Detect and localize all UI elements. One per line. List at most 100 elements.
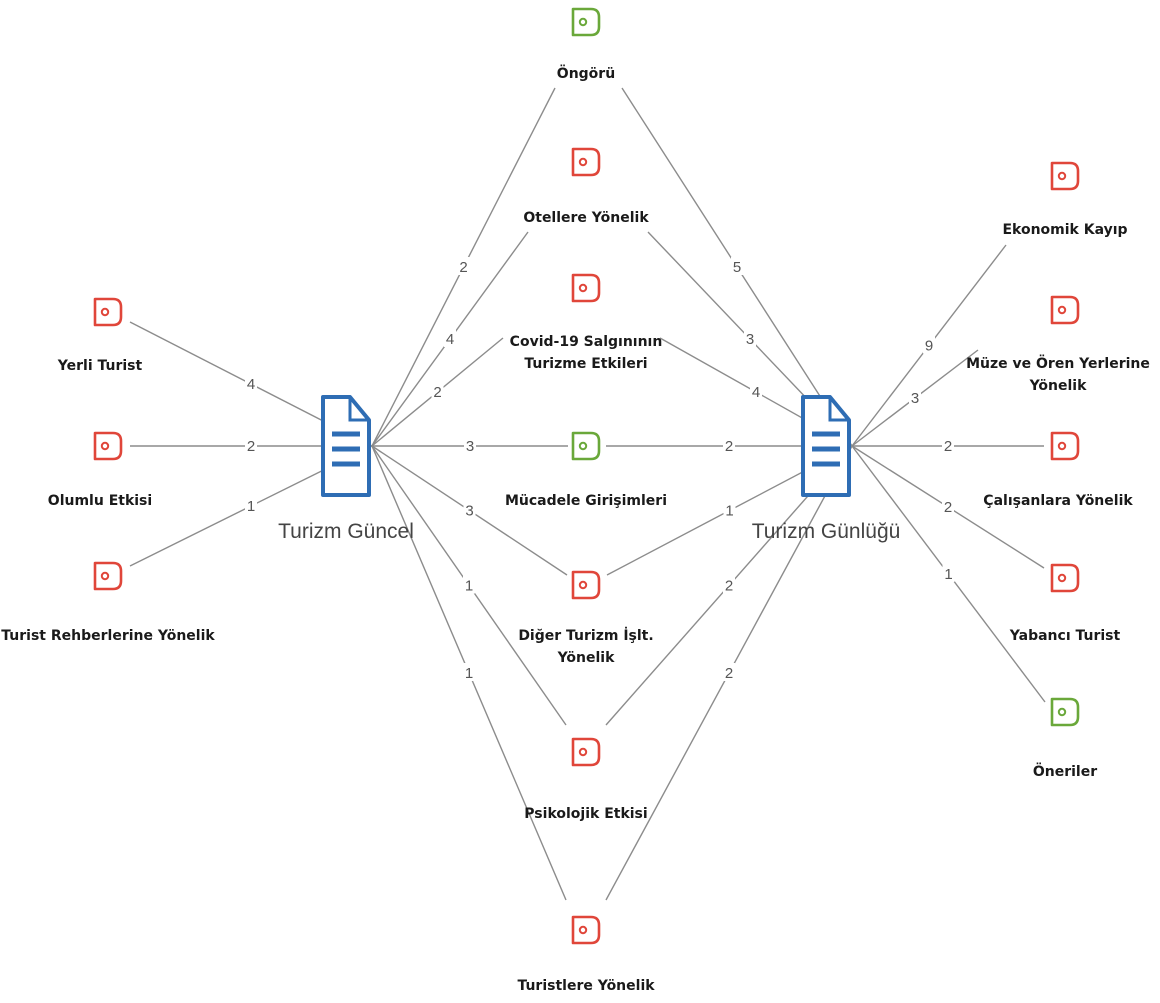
code-label: Turist Rehberlerine Yönelik: [1, 628, 215, 644]
weight-background: [923, 335, 935, 354]
document-icon: [321, 395, 371, 497]
code-node-yerli[interactable]: Yerli Turist: [57, 297, 143, 374]
code-tag-icon: [571, 431, 601, 461]
code-label: Otellere Yönelik: [523, 210, 649, 226]
edge-guncel-ongoru: 2: [371, 87, 556, 447]
weight-background: [942, 436, 954, 454]
code-label: Çalışanlara Yönelik: [983, 493, 1133, 509]
edge-weight-label: 1: [725, 503, 733, 520]
code-label: Olumlu Etkisi: [48, 493, 152, 509]
code-node-diger[interactable]: Diğer Turizm İşlt. Yönelik: [518, 570, 654, 666]
document-label: Turizm Güncel: [278, 520, 414, 543]
code-node-oteller[interactable]: Otellere Yönelik: [523, 147, 649, 226]
edge-gunlugu-muze: 3: [851, 349, 979, 447]
edge-gunlugu-calisan: 2: [852, 436, 1044, 455]
edge-weight-label: 2: [247, 438, 255, 455]
weight-background: [909, 388, 921, 406]
code-label: Turizme Etkileri: [524, 356, 647, 372]
edge-gunlugu-turistlere: 2: [605, 445, 853, 901]
edge-weight-label: 4: [752, 384, 760, 401]
document-label: Turizm Günlüğü: [752, 520, 901, 543]
code-label: Turistlere Yönelik: [517, 978, 655, 994]
code-label: Diğer Turizm İşlt.: [518, 627, 653, 644]
edge-weight-label: 9: [925, 338, 933, 355]
code-tag-icon: [571, 570, 601, 600]
edge-weight-label: 2: [725, 665, 733, 682]
code-tag-icon: [571, 915, 601, 945]
edge-weight-label: 2: [433, 384, 441, 401]
edge-gunlugu-ekonomik: 9: [851, 244, 1007, 447]
code-tag-icon: [93, 561, 123, 591]
code-label: Psikolojik Etkisi: [524, 806, 647, 822]
edge-gunlugu-oneriler: 1: [851, 445, 1046, 703]
edge-weight-label: 1: [944, 566, 952, 583]
edge-guncel-turistlere: 1: [371, 445, 567, 901]
edge-weight-label: 3: [465, 503, 473, 520]
code-label: Müze ve Ören Yerlerine: [966, 354, 1150, 372]
code-node-olumlu[interactable]: Olumlu Etkisi: [48, 431, 152, 509]
code-label: Ekonomik Kayıp: [1002, 222, 1127, 238]
edge-weight-label: 3: [911, 390, 919, 407]
edge-guncel-diger: 3: [371, 445, 568, 576]
edge-weight-label: 3: [746, 331, 754, 348]
weight-background: [942, 564, 955, 582]
code-node-turistlere[interactable]: Turistlere Yönelik: [517, 915, 655, 994]
edge-weight-label: 2: [725, 438, 733, 455]
code-tag-icon: [1050, 295, 1080, 325]
weight-background: [463, 663, 475, 681]
code-tag-icon: [1050, 161, 1080, 191]
weight-background: [457, 257, 470, 275]
weight-background: [723, 500, 736, 519]
weight-background: [723, 663, 735, 681]
code-label: Öneriler: [1033, 762, 1097, 780]
code-tag-icon: [93, 297, 123, 327]
edge-gunlugu-ongoru: 5: [621, 87, 853, 447]
code-tag-icon: [1050, 563, 1080, 593]
code-node-ekonomik[interactable]: Ekonomik Kayıp: [1002, 161, 1128, 238]
edge-weight-label: 4: [446, 331, 454, 348]
edge-weight-label: 5: [733, 259, 741, 276]
document-node-gunlugu[interactable]: Turizm Günlüğü: [752, 395, 901, 543]
document-node-guncel[interactable]: Turizm Güncel: [278, 395, 414, 543]
code-label: Covid-19 Salgınının: [510, 334, 663, 350]
weight-background: [431, 382, 444, 400]
weight-background: [942, 497, 954, 515]
edge-weight-label: 2: [944, 438, 952, 455]
edge-guncel-oteller: 4: [371, 231, 529, 447]
code-tag-icon: [1050, 431, 1080, 461]
code-node-oneriler[interactable]: Öneriler: [1033, 697, 1097, 780]
code-label: Yerli Turist: [57, 358, 143, 374]
edge-weight-label: 1: [465, 665, 473, 682]
weight-background: [750, 382, 762, 400]
edge-guncel-covid: 2: [371, 337, 504, 447]
code-node-ongoru[interactable]: Öngörü: [557, 7, 615, 82]
edge-weight-label: 2: [725, 578, 733, 595]
document-icon: [801, 395, 851, 497]
code-tag-icon: [571, 7, 601, 37]
weight-background: [245, 496, 257, 514]
code-label: Yönelik: [557, 650, 616, 666]
weight-background: [464, 436, 476, 454]
code-label: Yabancı Turist: [1009, 628, 1121, 644]
code-label: Öngörü: [557, 64, 615, 82]
weight-background: [245, 374, 257, 392]
edge-guncel-psikolojik: 1: [371, 445, 567, 726]
code-node-psikolojik[interactable]: Psikolojik Etkisi: [524, 737, 648, 822]
code-label: Mücadele Girişimleri: [505, 493, 667, 509]
weight-background: [463, 575, 475, 594]
code-label: Yönelik: [1029, 378, 1088, 394]
weight-background: [444, 329, 456, 347]
code-node-mucadele[interactable]: Mücadele Girişimleri: [505, 431, 667, 509]
edge-weight-label: 2: [944, 499, 952, 516]
code-node-yabanci[interactable]: Yabancı Turist: [1009, 563, 1121, 644]
weight-background: [723, 436, 735, 454]
code-node-calisan[interactable]: Çalışanlara Yönelik: [983, 431, 1133, 509]
edge-guncel-mucadele: 3: [372, 436, 568, 455]
code-node-rehber[interactable]: Turist Rehberlerine Yönelik: [1, 561, 215, 644]
code-tag-icon: [93, 431, 123, 461]
